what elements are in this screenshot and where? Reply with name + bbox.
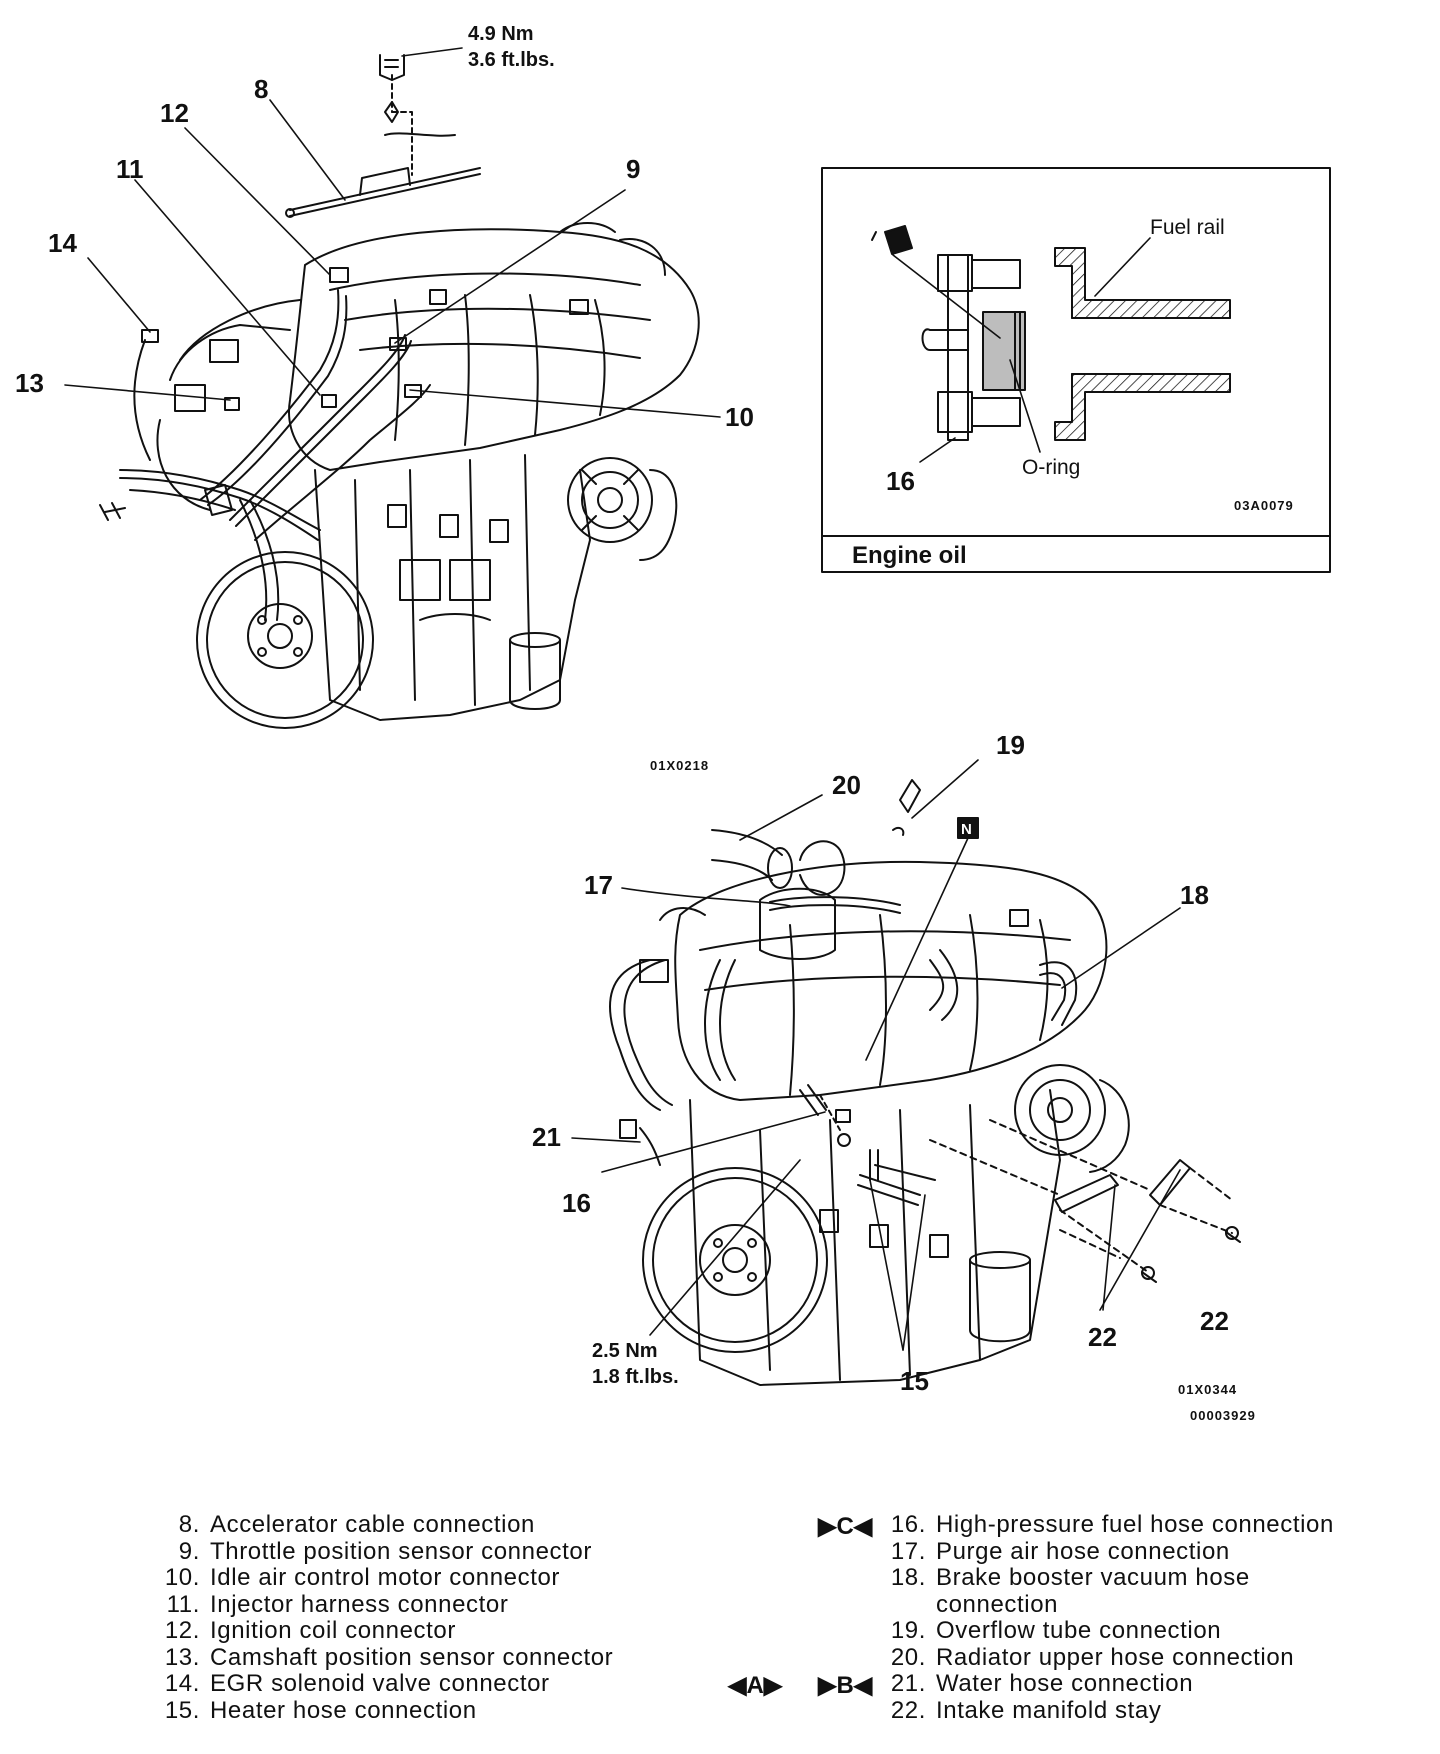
legend-item-10: 10.Idle air control motor connector <box>164 1564 561 1591</box>
callout-22-left: 22 <box>1088 1322 1117 1352</box>
inset-title: Engine oil <box>852 542 967 569</box>
inset-box <box>821 167 1331 573</box>
callout-15: 15 <box>900 1366 929 1396</box>
inset-code: 03A0079 <box>1234 498 1294 513</box>
bottom-engine-drawing <box>609 779 1241 1386</box>
callout-17: 17 <box>584 870 613 900</box>
callout-16-bottom: 16 <box>562 1188 591 1218</box>
callout-8: 8 <box>254 74 268 104</box>
top-torque-ftlbs: 3.6 ft.lbs. <box>468 49 555 71</box>
legend-item-22: 22.Intake manifold stay <box>890 1696 1162 1724</box>
legend-item-8: 8.Accelerator cable connection <box>178 1511 535 1538</box>
bottom-code-2: 00003929 <box>1190 1408 1256 1423</box>
callout-14: 14 <box>48 228 77 258</box>
marker-b: ▶B◀ <box>818 1672 873 1699</box>
legend-item-13: 13.Camshaft position sensor connector <box>164 1643 614 1671</box>
bottom-code-1: 01X0344 <box>1178 1382 1237 1397</box>
top-engine-drawing <box>99 54 700 729</box>
legend-item-17: 17.Purge air hose connection <box>890 1537 1230 1565</box>
inset-callout-16: 16 <box>886 466 915 496</box>
callout-21: 21 <box>532 1122 561 1152</box>
legend-item-15: 15.Heater hose connection <box>164 1696 477 1724</box>
callout-13: 13 <box>15 368 44 398</box>
legend-item-20: 20.Radiator upper hose connection <box>890 1643 1295 1671</box>
callout-22-right: 22 <box>1200 1306 1229 1336</box>
bottom-torque-nm: 2.5 Nm <box>592 1340 658 1362</box>
legend-item-14: 14.EGR solenoid valve connector <box>164 1670 550 1697</box>
legend-item-18-cont: connection <box>936 1590 1059 1618</box>
top-diagram-code: 01X0218 <box>650 758 709 773</box>
callout-19: 19 <box>996 730 1025 760</box>
bottom-leader-lines <box>571 759 1181 1351</box>
legend-left: 8.Accelerator cable connection 9.Throttl… <box>156 1511 614 1724</box>
callout-12: 12 <box>160 98 189 128</box>
bottom-torque-ftlbs: 1.8 ft.lbs. <box>592 1366 679 1388</box>
callout-11: 11 <box>116 154 144 184</box>
legend-item-11: 11.Injector harness connector <box>166 1590 509 1618</box>
n-marker: N <box>961 821 972 838</box>
oring-label: O-ring <box>1022 456 1080 479</box>
legend-item-16: 16.High-pressure fuel hose connection <box>890 1511 1334 1538</box>
top-leader-lines <box>64 47 721 418</box>
top-torque-nm: 4.9 Nm <box>468 23 534 45</box>
legend-item-9: 9.Throttle position sensor connector <box>178 1537 592 1565</box>
legend-item-19: 19.Overflow tube connection <box>890 1617 1222 1644</box>
legend-item-21: 21.Water hose connection <box>890 1670 1194 1697</box>
callout-9: 9 <box>626 154 640 184</box>
legend-right: 16.High-pressure fuel hose connection 17… <box>882 1511 1334 1724</box>
callout-18: 18 <box>1180 880 1209 910</box>
fuel-rail-label: Fuel rail <box>1150 216 1225 239</box>
callout-10: 10 <box>725 402 754 432</box>
marker-a: ◀A▶ <box>728 1672 783 1699</box>
legend-item-12: 12.Ignition coil connector <box>164 1617 456 1644</box>
callout-20: 20 <box>832 770 861 800</box>
legend-item-18: 18.Brake booster vacuum hose <box>890 1564 1250 1591</box>
marker-c: ▶C◀ <box>818 1513 873 1540</box>
